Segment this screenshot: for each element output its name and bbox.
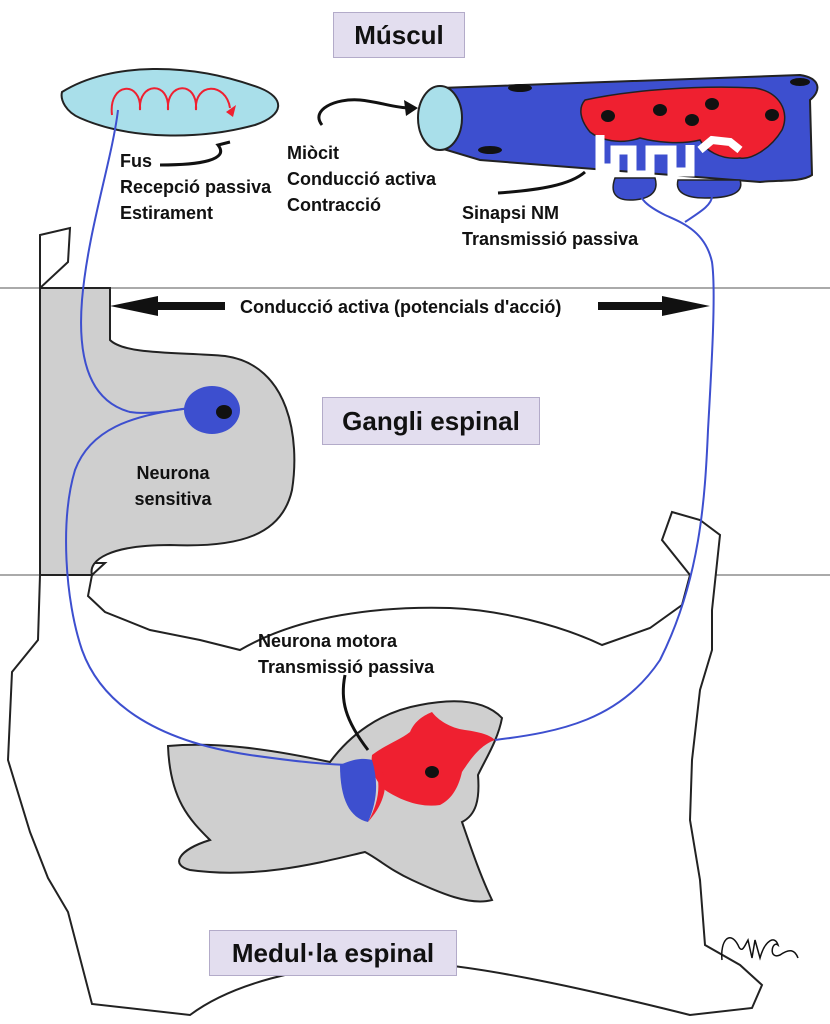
right-arrow: [598, 296, 710, 316]
sensory-axon-central: [65, 407, 356, 766]
label-sensory-neuron: Neurona sensitiva: [118, 460, 228, 512]
myocyte-arrow: [317, 98, 411, 126]
label-myocyte: Miòcit Conducció activa Contracció: [287, 140, 436, 218]
label-line: Neurona motora: [258, 631, 398, 651]
sensory-terminal: [340, 758, 377, 822]
motor-neuron-pointer: [341, 674, 370, 751]
sensory-neuron-soma: [184, 386, 240, 434]
label-line: Conducció activa: [287, 169, 437, 189]
label-line: Contracció: [287, 195, 382, 215]
label-line: Transmissió passiva: [258, 657, 435, 677]
label-line: Recepció passiva: [120, 177, 272, 197]
ganglion-body: [39, 287, 296, 576]
motor-end-plate: [676, 179, 742, 199]
nucleus-dot: [601, 110, 615, 122]
nucleus-dot: [685, 114, 699, 126]
motor-axon-branch: [684, 195, 713, 223]
label-line: Neurona: [136, 463, 210, 483]
label-line: Estirament: [120, 203, 214, 223]
title-ganglion: Gangli espinal: [322, 397, 540, 445]
muscle-fiber-end: [417, 85, 463, 151]
spindle-coil: [110, 87, 231, 116]
title-muscle: Múscul: [333, 12, 465, 58]
label-line: Transmissió passiva: [462, 229, 639, 249]
synaptic-folds-2: [697, 135, 743, 154]
sensory-axon-peripheral: [80, 109, 191, 414]
nucleus-dot: [478, 146, 502, 154]
label-line: Sinapsi NM: [462, 203, 560, 223]
label-motor-neuron: Neurona motora Transmissió passiva: [258, 628, 434, 680]
nucleus-dot: [653, 104, 667, 116]
nucleus-dot: [508, 84, 532, 92]
label-line: Miòcit: [287, 143, 339, 163]
label-line: sensitiva: [134, 489, 212, 509]
title-spinal-cord: Medul·la espinal: [209, 930, 457, 976]
synaptic-folds: [595, 135, 695, 180]
muscle-spindle: [60, 67, 280, 137]
motor-neuron-nucleus: [425, 766, 439, 778]
synapse-pointer: [497, 170, 586, 195]
signature-scribble: [721, 937, 799, 961]
label-spindle: Fus Recepció passiva Estirament: [120, 148, 271, 226]
motor-neuron-soma: [371, 712, 495, 806]
spindle-pointer: [159, 140, 231, 167]
left-arrow: [110, 296, 225, 316]
label-conduction: Conducció activa (potencials d'acció): [240, 297, 562, 317]
motor-end-plate: [612, 177, 657, 201]
nucleus-dot: [765, 109, 779, 121]
nucleus-dot: [790, 78, 810, 86]
nucleus-dot: [705, 98, 719, 110]
myocyte-arrowhead: [404, 100, 418, 116]
sensory-neuron-nucleus: [216, 405, 232, 419]
label-synapse: Sinapsi NM Transmissió passiva: [462, 200, 638, 252]
motor-dendrite-contact: [368, 760, 385, 822]
label-line: Fus: [120, 151, 153, 171]
spindle-coil-arrow: [226, 105, 236, 117]
motor-axon: [494, 191, 715, 741]
